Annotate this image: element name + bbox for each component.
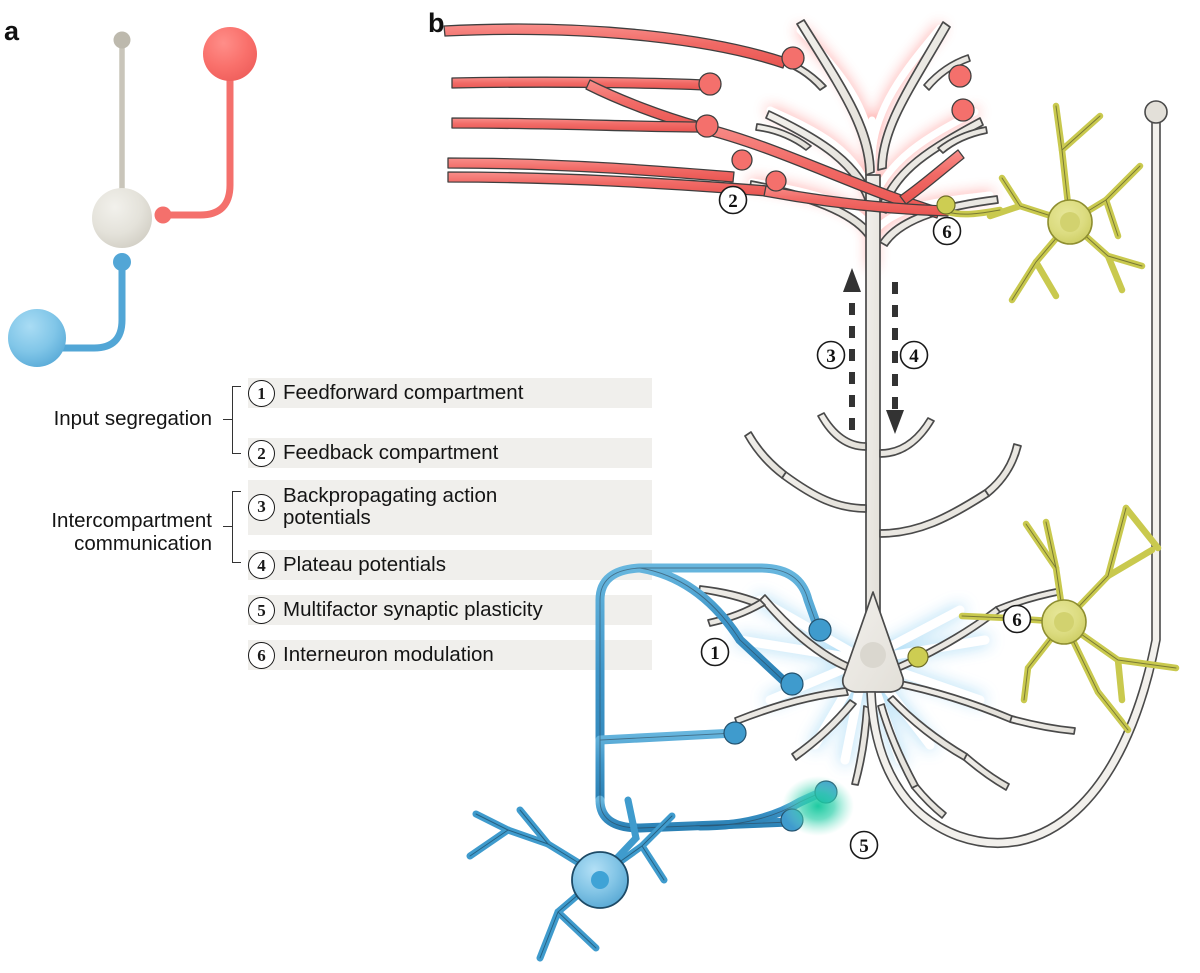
- legend-label-1: Feedforward compartment: [283, 381, 524, 405]
- synaptic-plasticity-spot: [782, 776, 854, 836]
- legend-item-2[interactable]: 2 Feedback compartment: [248, 440, 498, 467]
- svg-text:6: 6: [1012, 610, 1022, 631]
- diagram-label-6-bottom[interactable]: 6: [1002, 604, 1032, 634]
- plateau-potential-arrow: [886, 282, 904, 434]
- svg-text:1: 1: [710, 643, 720, 664]
- legend-number-2: 2: [248, 440, 275, 467]
- legend-bracket-intercompartment: [223, 491, 241, 563]
- legend-item-1[interactable]: 1 Feedforward compartment: [248, 380, 523, 407]
- diagram-label-1[interactable]: 1: [700, 637, 730, 667]
- feedback-bouton: [698, 72, 722, 96]
- legend-band: [248, 480, 652, 535]
- pyramidal-axon-bouton: [1144, 100, 1168, 124]
- interneuron-top-bouton: [936, 195, 956, 215]
- legend-band: [248, 378, 652, 408]
- legend-number-4: 4: [248, 552, 275, 579]
- feedforward-axon-branch: [595, 728, 740, 805]
- legend-item-6[interactable]: 6 Interneuron modulation: [248, 642, 494, 669]
- legend-bracket-input-segregation: [223, 386, 241, 454]
- pyramidal-axon: [866, 117, 1161, 849]
- diagram-label-3[interactable]: 3: [816, 340, 846, 370]
- schematic-soma: [92, 188, 152, 248]
- legend-band: [248, 595, 652, 625]
- schematic-apical-dendrite: [113, 31, 131, 208]
- legend-band: [248, 438, 652, 468]
- feedforward-bouton: [808, 618, 832, 642]
- legend-label-4: Plateau potentials: [283, 553, 446, 577]
- feedback-bouton: [948, 64, 972, 88]
- svg-text:4: 4: [909, 346, 919, 367]
- interneuron-bottom-nucleus: [1054, 612, 1074, 632]
- diagram-label-5[interactable]: 5: [849, 830, 879, 860]
- svg-text:2: 2: [728, 191, 738, 212]
- svg-text:3: 3: [826, 346, 836, 367]
- legend-label-2: Feedback compartment: [283, 441, 499, 465]
- legend-number-6: 6: [248, 642, 275, 669]
- feedback-bouton: [951, 98, 975, 122]
- feedback-axons: [443, 23, 965, 219]
- diagram-label-4[interactable]: 4: [899, 340, 929, 370]
- schematic-feedforward-input: [8, 253, 131, 367]
- legend-label-5: Multifactor synaptic plasticity: [283, 598, 543, 622]
- feedback-bouton: [695, 114, 719, 138]
- oblique-dendrites: [744, 412, 1022, 538]
- legend: Input segregation Intercompartment commu…: [0, 372, 672, 672]
- svg-text:6: 6: [942, 222, 952, 243]
- interneuron-bottom-bouton: [907, 646, 929, 668]
- legend-group-label-input-segregation: Input segregation: [53, 407, 212, 430]
- pyramidal-nucleus: [860, 642, 886, 668]
- legend-item-5[interactable]: 5 Multifactor synaptic plasticity: [248, 597, 543, 624]
- backpropagating-arrow: [843, 268, 861, 430]
- legend-number-1: 1: [248, 380, 275, 407]
- panel-b-label: b: [428, 8, 445, 38]
- legend-band: [248, 550, 652, 580]
- legend-label-3: Backpropagating action potentials: [283, 483, 498, 529]
- apical-trunk: [865, 174, 881, 629]
- legend-item-4[interactable]: 4 Plateau potentials: [248, 552, 446, 579]
- feedforward-bouton: [723, 721, 747, 745]
- feedback-bouton: [781, 46, 805, 70]
- feedforward-source-nucleus: [591, 871, 609, 889]
- legend-item-3[interactable]: 3 Backpropagating action potentials: [248, 482, 497, 532]
- interneuron-top-nucleus: [1060, 212, 1080, 232]
- feedforward-bouton: [780, 672, 804, 696]
- feedback-boutons: [695, 46, 975, 192]
- legend-band: [248, 640, 652, 670]
- feedback-bouton: [731, 149, 753, 171]
- diagram-number-labels: 2 6 3 4 1 6: [700, 185, 1032, 860]
- feedforward-axons-outline: [599, 567, 823, 829]
- legend-label-6: Interneuron modulation: [283, 643, 494, 667]
- diagram-label-6-top[interactable]: 6: [932, 216, 962, 246]
- schematic-feedback-input: [154, 27, 257, 224]
- panel-a-schematic: [8, 27, 257, 367]
- svg-text:5: 5: [859, 836, 869, 857]
- panel-a-label: a: [4, 16, 20, 46]
- diagram-label-2[interactable]: 2: [718, 185, 748, 215]
- legend-number-5: 5: [248, 597, 275, 624]
- feedback-bouton: [765, 170, 787, 192]
- legend-group-label-intercompartment: Intercompartment communication: [51, 509, 212, 555]
- legend-number-3: 3: [248, 493, 275, 521]
